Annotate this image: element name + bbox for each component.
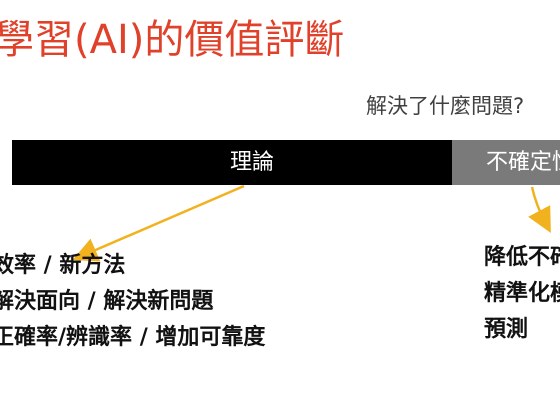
theory-point-1: 效率 / 新方法 <box>0 253 126 278</box>
uncertainty-bar: 不確定性 <box>452 140 560 185</box>
theory-arrow <box>72 184 245 262</box>
uncertainty-arrow <box>528 186 551 234</box>
uncertainty-point-3: 預測 <box>484 317 529 342</box>
uncertainty-point-1: 降低不確 <box>484 245 560 270</box>
question-text: 解決了什麼問題? <box>366 94 525 118</box>
slide-title: 學習(AI)的價值評斷 <box>0 17 345 63</box>
theory-points: 效率 / 新方法 解決面向 / 解決新問題 正確率/辨識率 / 增加可靠度 <box>0 248 265 356</box>
theory-label: 理論 <box>229 150 274 175</box>
uncertainty-label: 不確定性 <box>486 150 560 175</box>
uncertainty-point-2: 精準化模 <box>484 281 560 306</box>
theory-point-2: 解決面向 / 解決新問題 <box>0 289 214 314</box>
uncertainty-points: 降低不確 精準化模 預測 <box>484 240 560 348</box>
theory-point-3: 正確率/辨識率 / 增加可靠度 <box>0 325 266 350</box>
theory-bar: 理論 <box>12 140 452 185</box>
